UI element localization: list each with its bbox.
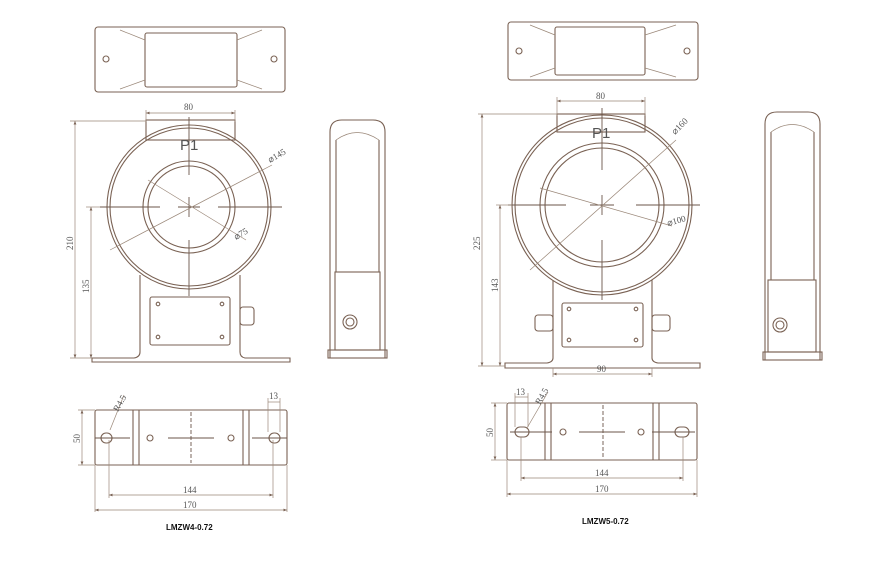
lmzw5-side-view (762, 111, 823, 361)
dim-overall-height: 225 (472, 236, 482, 250)
dim-slot-width: 13 (269, 391, 279, 401)
lmzw5-base-view: R4.5 13 50 144 170 (485, 386, 698, 497)
dim-slot-width: 13 (516, 387, 526, 397)
dim-base-length: 170 (183, 500, 197, 510)
dim-center-height: 143 (490, 278, 500, 292)
model-title-lmzw5: LMZW5-0.72 (582, 517, 629, 526)
dim-base-length: 170 (595, 484, 609, 494)
terminal-label-p1: P1 (592, 125, 610, 142)
model-title-lmzw4: LMZW4-0.72 (166, 523, 213, 532)
dim-top-width: 80 (184, 102, 194, 112)
dim-hole-spacing: 144 (595, 468, 609, 478)
lmzw5-front-view: P1 ⌀160 ⌀100 80 225 143 90 (472, 91, 701, 377)
dim-base-depth: 50 (485, 428, 495, 438)
cable-gland-icon (651, 314, 671, 332)
dim-outer-diameter: ⌀145 (266, 146, 288, 164)
dim-top-width: 80 (596, 91, 606, 101)
cable-gland-icon (534, 314, 554, 332)
dim-center-height: 135 (81, 279, 91, 293)
dim-inner-diameter: ⌀100 (666, 213, 687, 228)
lmzw4-front-view: P1 ⌀145 ⌀75 80 210 135 (65, 102, 291, 363)
lmzw4-top-view (94, 26, 286, 93)
terminal-label-p1: P1 (180, 137, 198, 154)
dim-inner-diameter: ⌀75 (232, 226, 250, 242)
dim-base-depth: 50 (72, 434, 82, 444)
dim-overall-height: 210 (65, 236, 75, 250)
dim-stand-width: 90 (597, 364, 607, 374)
lmzw4-side-view (327, 119, 388, 359)
dim-hole-spacing: 144 (183, 485, 197, 495)
dim-outer-diameter: ⌀160 (669, 116, 690, 137)
lmzw4-base-view: R4.5 13 50 144 170 (72, 391, 288, 512)
cable-gland-icon (239, 306, 255, 326)
lmzw5-top-view (507, 21, 699, 81)
